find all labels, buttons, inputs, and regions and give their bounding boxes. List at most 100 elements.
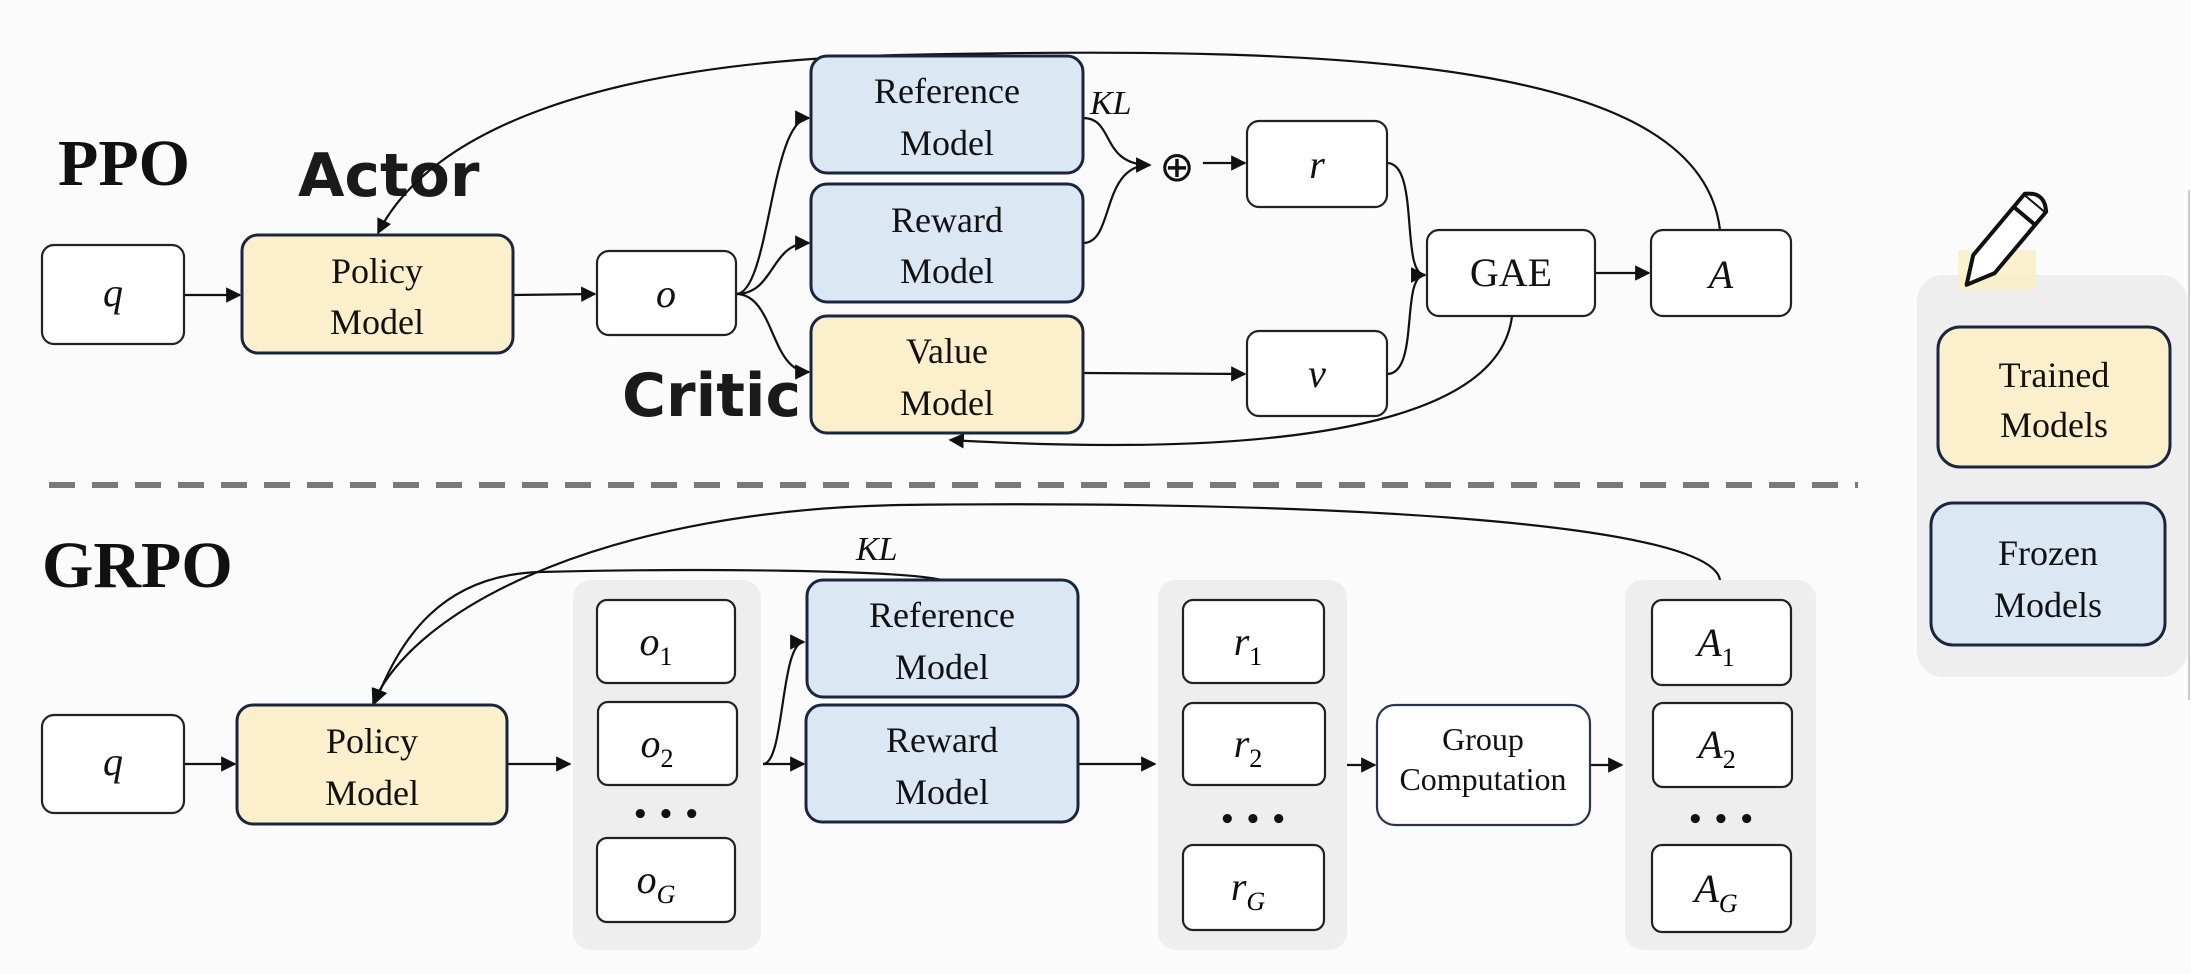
ppo-reward-line2: Model [900,251,994,291]
edge-v-gae [1386,267,1427,376]
group-computation-line2: Computation [1399,761,1566,797]
sum-operator-icon: ⊕ [1159,142,1194,191]
svg-text:r1: r1 [1234,619,1263,671]
r2-base: r [1234,721,1250,766]
ppo-value-line2: Model [900,383,994,423]
ppo-gae-text: GAE [1470,250,1552,295]
ppo-edges [184,51,1722,449]
edge-reference-sum [1082,116,1152,173]
edge-reward-sum [1082,157,1152,245]
oG-sub: G [657,880,676,909]
grpo-reference-line2: Model [895,647,989,687]
rG-base: r [1231,864,1247,909]
output-o1: o1 [595,598,737,685]
ppo-reference-line1: Reference [874,71,1020,111]
advantages-ellipsis: • • • [1687,805,1755,835]
AG-sub: G [1719,889,1738,918]
edge-advantages-policy-feedback [371,503,1722,705]
edge-r-gae [1386,161,1427,283]
critic-label: Critic [622,361,801,431]
o1-sub: 1 [660,642,673,671]
ppo-value-line1: Value [906,331,988,371]
grpo-title: GRPO [42,529,233,602]
ppo-title: PPO [58,127,190,200]
ppo-q-node: q [40,243,186,346]
advantage-A2: A2 [1651,701,1794,789]
legend-frozen-models: Frozen Models [1929,501,2167,647]
o1-base: o [640,619,660,664]
ppo-r-node: r [1245,119,1389,209]
ppo-v-text: v [1308,351,1326,396]
output-o2: o2 [596,700,739,787]
grpo-reference-model: Reference Model [805,578,1080,699]
grpo-reward-line1: Reward [886,720,998,760]
svg-text:o1: o1 [640,619,673,671]
ppo-gae-node: GAE [1425,228,1597,318]
ppo-reward-model: Reward Model [809,182,1085,304]
edge-policy-o [512,286,597,302]
edge-reference-policy-kl [372,568,943,705]
r1-base: r [1234,619,1250,664]
legend-frozen-line2: Models [1994,585,2102,625]
group-computation-node: Group Computation [1375,703,1592,827]
ppo-value-model: Value Model [809,314,1085,435]
A1-sub: 1 [1722,643,1735,672]
grpo-edges [184,503,1722,773]
reward-r2: r2 [1181,701,1327,787]
ppo-reward-line1: Reward [891,200,1003,240]
o2-sub: 2 [661,744,674,773]
outputs-ellipsis: • • • [632,800,700,830]
legend-frozen-line1: Frozen [1998,533,2098,573]
grpo-policy-line2: Model [325,773,419,813]
AG-base: A [1691,866,1719,911]
edge-o-reward [735,235,811,296]
output-oG: oG [595,836,737,924]
edge-o-reference [735,110,811,296]
ppo-a-node: A [1649,228,1793,318]
grpo-reference-line1: Reference [869,595,1015,635]
ppo-r-text: r [1309,142,1325,187]
legend-trained-line1: Trained [1999,355,2110,395]
ppo-a-text: A [1706,252,1734,297]
pencil-icon [1958,191,2049,290]
edge-value-v [1082,366,1247,382]
r2-sub: 2 [1249,744,1262,773]
A2-base: A [1695,722,1723,767]
svg-text:rG: rG [1231,864,1266,916]
o2-base: o [641,721,661,766]
ppo-q-text: q [103,270,123,315]
group-computation-line1: Group [1442,721,1524,757]
grpo-q-node: q [40,713,186,815]
svg-text:oG: oG [637,857,676,909]
edge-gae-value-feedback [948,315,1514,449]
edge-o-value [735,292,811,380]
svg-text:A2: A2 [1695,722,1735,774]
ppo-kl-label: KL [1089,85,1132,122]
legend-trained-line2: Models [2000,405,2108,445]
ppo-o-text: o [656,271,676,316]
rG-sub: G [1246,887,1265,916]
ppo-policy-line2: Model [330,302,424,342]
ppo-reference-model: Reference Model [809,54,1085,175]
svg-text:o2: o2 [641,721,674,773]
A2-sub: 2 [1723,745,1736,774]
actor-label: Actor [298,141,480,211]
ppo-v-node: v [1245,329,1389,418]
edge-a-policy-feedback [377,51,1722,235]
svg-text:A1: A1 [1694,620,1734,672]
oG-base: o [637,857,657,902]
A1-base: A [1694,620,1722,665]
grpo-reward-line2: Model [895,772,989,812]
edge-outputs-reference [762,634,806,766]
grpo-policy-line1: Policy [326,721,418,761]
grpo-reward-model: Reward Model [804,703,1080,824]
svg-text:AG: AG [1691,866,1737,918]
reward-rG: rG [1181,843,1326,932]
ppo-reference-line2: Model [900,123,994,163]
ppo-policy-model: Policy Model [240,233,515,355]
legend-trained-models: Trained Models [1936,325,2172,469]
grpo-kl-label: KL [855,531,898,568]
reward-r1: r1 [1181,598,1326,685]
grpo-policy-model: Policy Model [235,703,509,826]
